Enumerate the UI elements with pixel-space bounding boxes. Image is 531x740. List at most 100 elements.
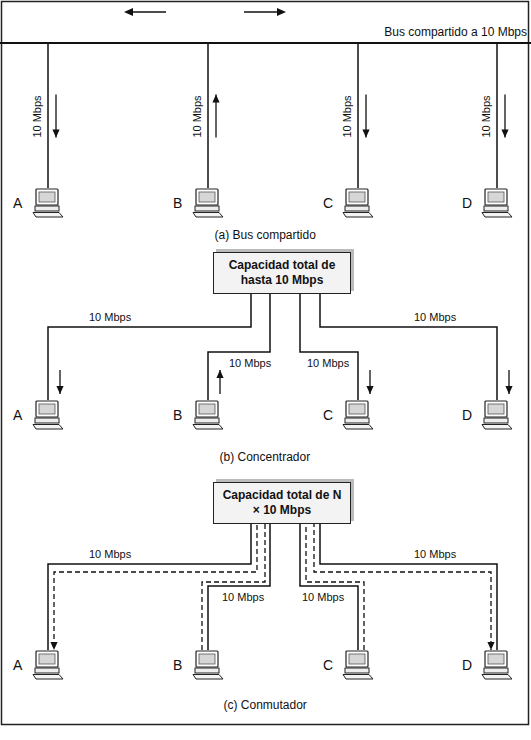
monitor-case [36, 401, 58, 417]
monitor-screen [39, 192, 55, 202]
station-letter: B [173, 195, 182, 211]
hub-capacity-text: Capacidad total de hasta 10 Mbps [220, 258, 344, 288]
computer-icon [341, 188, 375, 218]
computer-station: D [480, 188, 514, 218]
link-speed: 10 Mbps [88, 548, 132, 561]
station-letter: A [13, 195, 22, 211]
monitor-case [196, 651, 218, 667]
computer-station: C [341, 400, 375, 430]
cable-line [48, 294, 251, 400]
link-speed: 10 Mbps [301, 591, 345, 604]
keyboard [193, 675, 223, 680]
station-letter: D [462, 407, 472, 423]
keyboard [482, 425, 512, 430]
link-cable [208, 524, 270, 650]
link-speed: 10 Mbps [228, 357, 272, 370]
link-cable [497, 44, 509, 188]
system-unit [195, 418, 219, 423]
arrow-head [56, 386, 63, 394]
monitor-case [346, 401, 368, 417]
cable-line [300, 294, 358, 400]
bus-label: Bus compartido a 10 Mbps [384, 25, 527, 39]
computer-station: A [31, 188, 65, 218]
computer-station: A [31, 400, 65, 430]
keyboard [33, 425, 63, 430]
monitor-screen [39, 654, 55, 664]
monitor-case [196, 189, 218, 205]
computer-station: B [191, 400, 225, 430]
system-unit [35, 668, 59, 673]
system-unit [484, 668, 508, 673]
computer-station: C [341, 650, 375, 680]
link-cable [48, 44, 60, 188]
monitor-screen [488, 192, 504, 202]
station-letter: A [13, 407, 22, 423]
station-letter: B [173, 657, 182, 673]
system-unit [195, 206, 219, 211]
computer-station: B [191, 650, 225, 680]
station-letter: C [323, 195, 333, 211]
keyboard [343, 425, 373, 430]
monitor-case [36, 651, 58, 667]
link-speed: 10 Mbps [306, 357, 350, 370]
link-cable [320, 524, 497, 650]
computer-icon [480, 400, 514, 430]
system-unit [35, 206, 59, 211]
bus-direction-arrow [244, 11, 279, 12]
computer-station: D [480, 400, 514, 430]
bus-direction-head [124, 8, 133, 16]
keyboard [482, 675, 512, 680]
link-speed: 10 Mbps [413, 311, 457, 324]
keyboard [343, 213, 373, 218]
station-letter: B [173, 407, 182, 423]
link-cable [208, 44, 220, 188]
arrow-head [50, 642, 57, 650]
station-letter: A [13, 657, 22, 673]
monitor-screen [349, 192, 365, 202]
station-letter: D [462, 657, 472, 673]
system-unit [484, 418, 508, 423]
monitor-case [485, 189, 507, 205]
station-letter: C [323, 657, 333, 673]
system-unit [345, 668, 369, 673]
arrow-head [366, 386, 373, 394]
dashed-route [54, 519, 265, 650]
computer-station: B [191, 188, 225, 218]
monitor-case [36, 189, 58, 205]
system-unit [345, 418, 369, 423]
monitor-screen [199, 192, 215, 202]
cable-line [207, 44, 209, 188]
panel-caption: (a) Bus compartido [215, 228, 316, 242]
arrow-head [216, 370, 223, 378]
computer-icon [480, 188, 514, 218]
arrow-head [362, 130, 369, 138]
computer-icon [341, 400, 375, 430]
monitor-screen [199, 654, 215, 664]
system-unit [484, 206, 508, 211]
system-unit [345, 206, 369, 211]
hub-capacity-text: Capacidad total de N × 10 Mbps [220, 488, 344, 518]
computer-icon [31, 400, 65, 430]
link-speed: 10 Mbps [341, 94, 354, 138]
monitor-case [346, 651, 368, 667]
monitor-screen [349, 654, 365, 664]
monitor-screen [488, 404, 504, 414]
cable-line [47, 44, 49, 188]
hub-box: Capacidad total de N × 10 Mbps [213, 482, 351, 524]
cable-line [357, 44, 359, 188]
computer-icon [191, 650, 225, 680]
keyboard [193, 213, 223, 218]
monitor-screen [349, 404, 365, 414]
arrow-head [501, 130, 508, 138]
cable-line [208, 524, 270, 650]
computer-icon [341, 650, 375, 680]
link-speed: 10 Mbps [88, 311, 132, 324]
cable-line [48, 524, 251, 650]
system-unit [195, 668, 219, 673]
station-letter: D [462, 195, 472, 211]
computer-station: A [31, 650, 65, 680]
monitor-screen [39, 404, 55, 414]
link-speed: 10 Mbps [413, 548, 457, 561]
